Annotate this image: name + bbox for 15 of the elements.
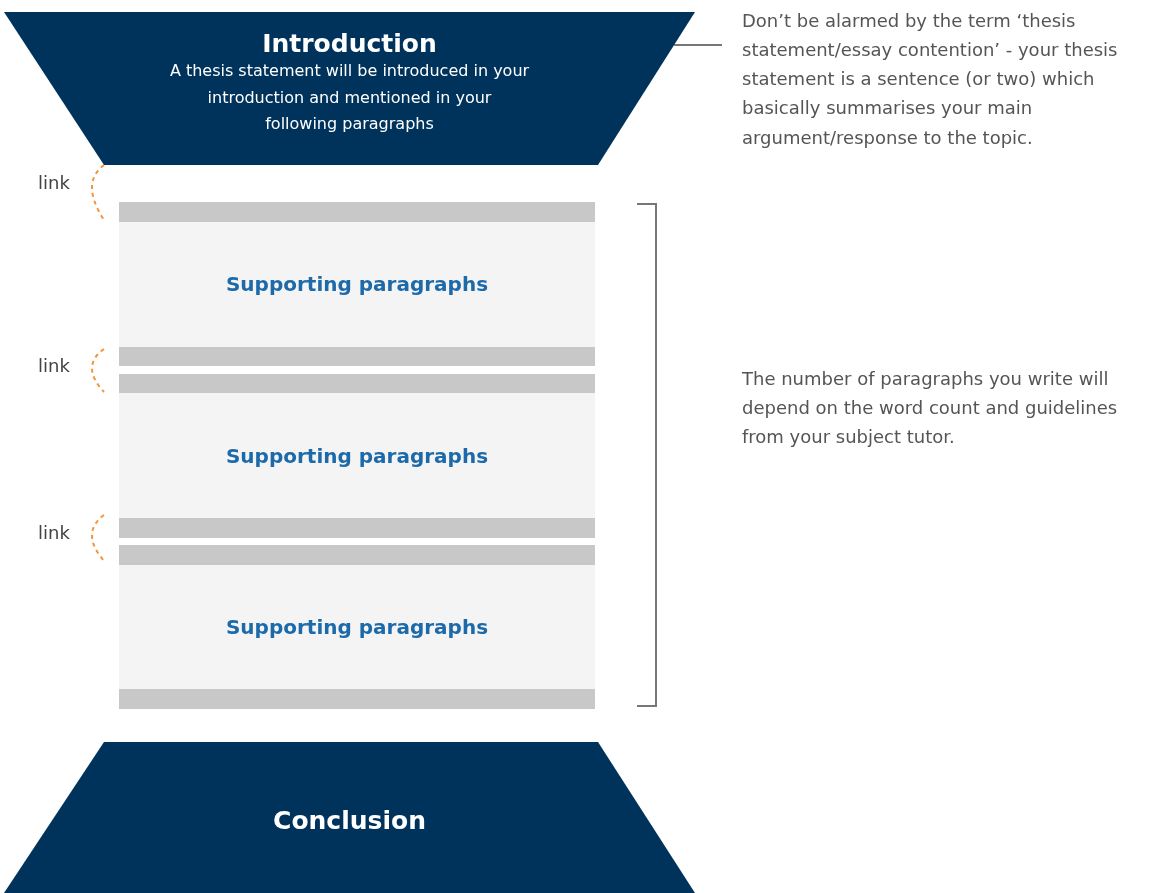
link-label: link <box>38 522 70 543</box>
section-description: A thesis statement will be introduced in your introduction and mentioned in your following paragraphs <box>169 60 530 136</box>
paragraph-label: Supporting paragraphs <box>225 444 489 468</box>
section-heading: Introduction <box>262 29 437 59</box>
link-label: link <box>38 355 70 376</box>
paragraph-box <box>119 374 595 538</box>
paragraph-box <box>119 202 595 366</box>
leader-line <box>673 44 723 46</box>
paragraph-label: Supporting paragraphs <box>225 272 489 296</box>
note-text: Don’t be alarmed by the term ‘thesis statement/essay contention’ - your thesis statement is a sentence (or two) which basically summarises your main argument/response to the topic. <box>742 9 1119 150</box>
section-heading: Conclusion <box>273 806 426 835</box>
note-text: The number of paragraphs you write will depend on the word count and guidelines from your subject tutor. <box>742 367 1119 450</box>
paragraph-box <box>119 545 595 709</box>
link-label: link <box>38 172 70 193</box>
paragraph-label: Supporting paragraphs <box>225 615 489 639</box>
